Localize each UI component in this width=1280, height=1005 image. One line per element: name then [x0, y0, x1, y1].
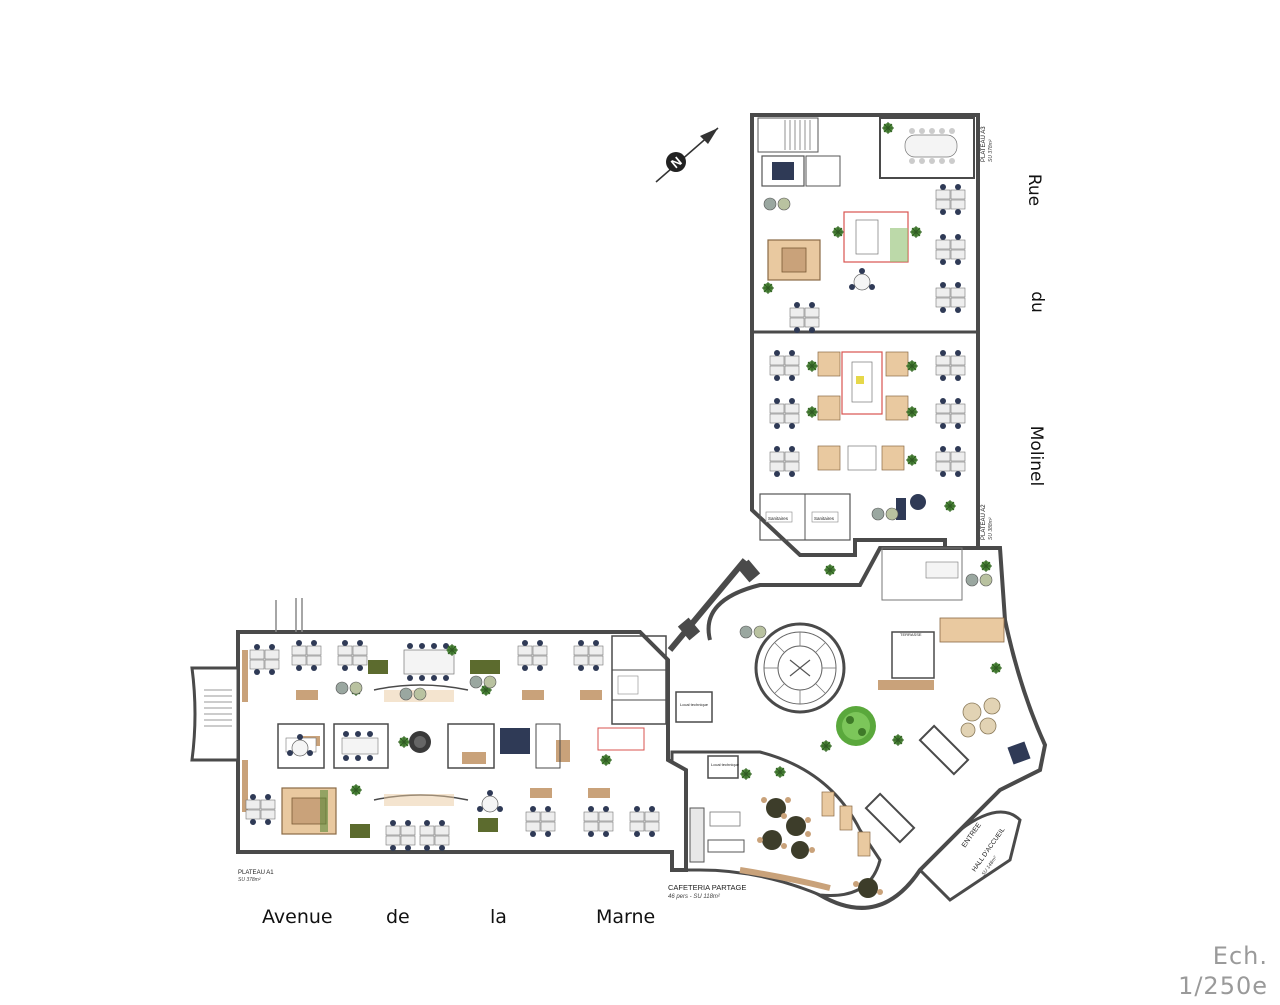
terrasse-label: TERRASSE — [900, 632, 922, 637]
street-du: du — [1026, 291, 1047, 313]
plateau-a3-label: PLATEAU A3 — [981, 126, 987, 162]
wing-a2-a3: Sanitaires Sanitaires PLATEAU A3 SU 378m… — [750, 113, 994, 557]
plateau-a1-label: PLATEAU A1 — [238, 870, 274, 876]
local-tech-2-label: Local technique — [711, 762, 740, 767]
cafeteria-label: CAFETERIA PARTAGE — [668, 883, 746, 892]
north-arrow: N — [655, 127, 719, 183]
scale-line1: Ech. — [1212, 942, 1268, 970]
wing-a1: Local technique PLATEAU A1 SU 378m² — [190, 598, 713, 883]
street-avenue: Avenue — [262, 906, 333, 928]
street-rue: Rue — [1024, 173, 1045, 207]
street-molinel: Molinel — [1026, 425, 1047, 487]
central-hub: ENTREE HALL D'ACCUEIL SU 148m² TERRASSE — [667, 546, 1048, 910]
plateau-a2-label: PLATEAU A2 — [981, 504, 987, 540]
street-marne: Marne — [596, 906, 656, 928]
sanitaires-label: Sanitaires — [768, 516, 789, 521]
street-de: de — [386, 906, 410, 928]
plateau-a2-area: SU 388m² — [988, 517, 994, 540]
plateau-a1-area: SU 378m² — [238, 877, 261, 883]
scale-line2: 1/250e — [1178, 972, 1268, 1000]
plateau-a3-area: SU 378m² — [988, 139, 994, 162]
local-tech-1-label: Local technique — [680, 702, 709, 707]
street-la: la — [490, 906, 507, 928]
cafeteria-area: Local technique CAFETERIA PARTAGE 46 per… — [668, 750, 883, 900]
cafeteria-detail: 46 pers - SU 118m² — [668, 894, 721, 900]
sanitaires-label-2: Sanitaires — [814, 516, 835, 521]
